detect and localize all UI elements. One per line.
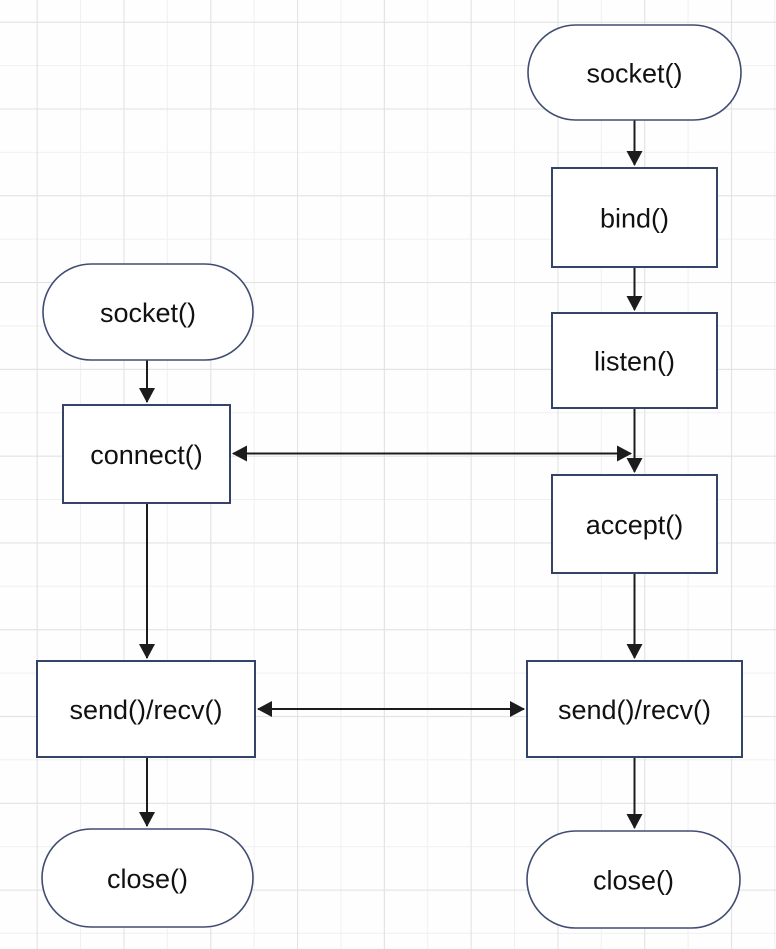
node-connect-shape [62, 404, 231, 504]
node-connect: connect() [62, 404, 231, 504]
node-listen-label: listen() [594, 347, 675, 377]
node-listen-shape [551, 312, 718, 409]
node-bind: bind() [551, 167, 718, 268]
node-sendrecv-server-shape [526, 660, 743, 758]
node-close-server-shape [526, 830, 741, 929]
node-close-server: close() [526, 830, 741, 929]
node-sendrecv-client-shape [36, 660, 256, 758]
node-listen: listen() [551, 312, 718, 409]
node-close-client-label: close() [107, 864, 188, 894]
node-socket-server-label: socket() [586, 59, 682, 89]
node-close-server-label: close() [593, 866, 674, 896]
node-sendrecv-server: send()/recv() [526, 660, 743, 758]
node-socket-client: socket() [42, 263, 254, 361]
node-sendrecv-server-label: send()/recv() [558, 695, 711, 725]
node-socket-client-label: socket() [100, 298, 196, 328]
node-sendrecv-client: send()/recv() [36, 660, 256, 758]
node-close-client: close() [41, 828, 254, 928]
node-socket-client-shape [42, 263, 254, 361]
node-accept-shape [551, 474, 718, 574]
node-bind-shape [551, 167, 718, 268]
node-close-client-shape [41, 828, 254, 928]
node-sendrecv-client-label: send()/recv() [69, 695, 222, 725]
node-accept-label: accept() [586, 510, 684, 540]
node-socket-server: socket() [527, 24, 742, 121]
node-bind-label: bind() [600, 204, 669, 234]
node-socket-server-shape [527, 24, 742, 121]
node-accept: accept() [551, 474, 718, 574]
node-connect-label: connect() [90, 440, 203, 470]
